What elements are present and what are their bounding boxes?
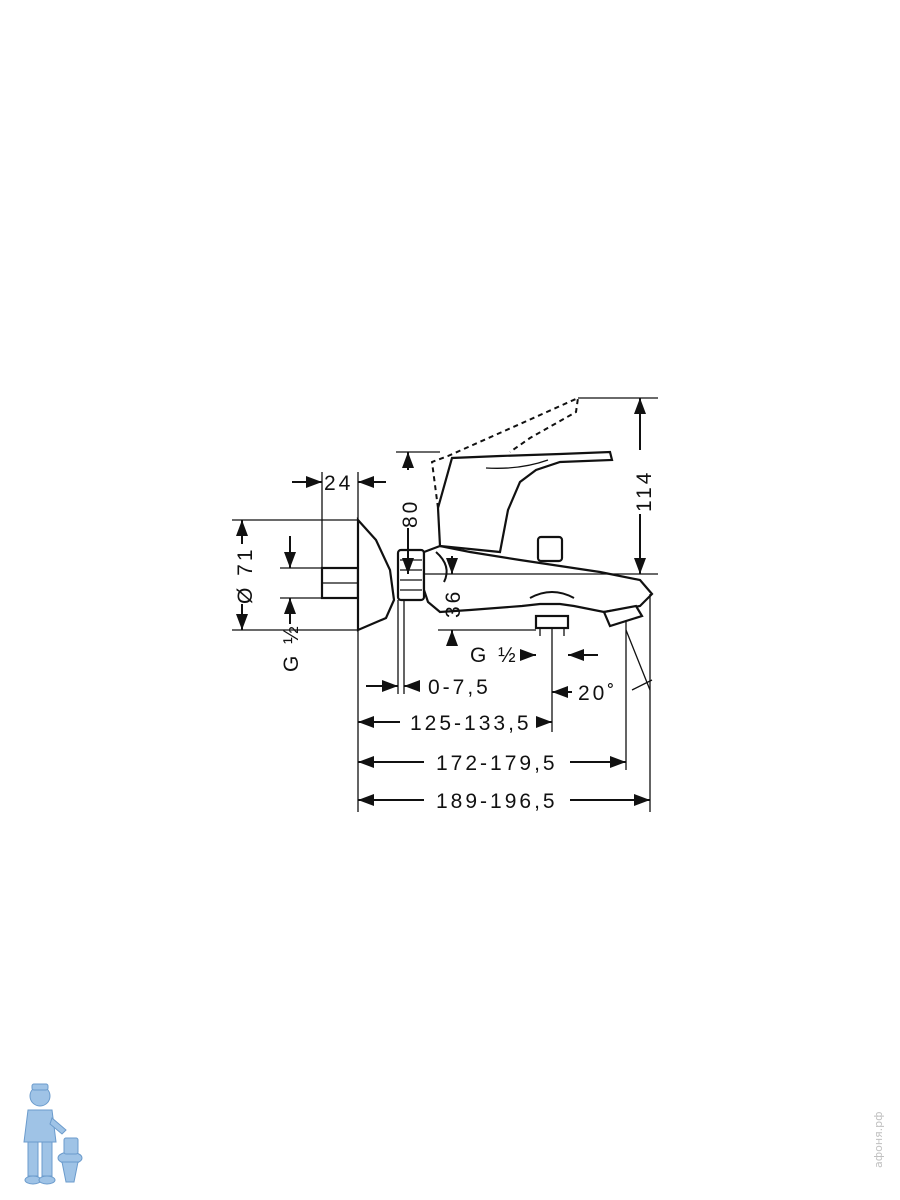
dim-125-133-5-label: 125-133,5 (410, 712, 532, 735)
site-watermark: афоня.рф (872, 1111, 885, 1169)
dim-diameter-71-label: Ø 71 (234, 546, 257, 604)
dim-24-label: 24 (324, 472, 353, 495)
dim-80-label: 80 (399, 499, 422, 528)
dim-thread-spout-label: G ½ (470, 644, 519, 667)
dim-20-degree-label: 20˚ (578, 682, 617, 705)
dim-0-7-5-label: 0-7,5 (428, 676, 491, 699)
extension-lines (232, 397, 658, 812)
faucet-outline (320, 396, 654, 636)
arrowheads (236, 398, 650, 806)
dim-36-label: 36 (442, 589, 465, 618)
plumber-mascot-icon (23, 1083, 83, 1185)
dim-189-196-5-label: 189-196,5 (436, 790, 558, 813)
dim-thread-left-label: G ½ (280, 623, 303, 672)
dim-172-179-5-label: 172-179,5 (436, 752, 558, 775)
dim-114-label: 114 (633, 470, 656, 512)
